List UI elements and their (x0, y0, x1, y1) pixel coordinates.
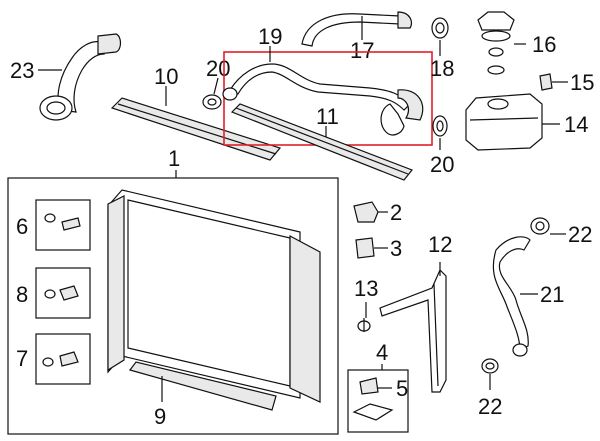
fitting-box-8 (35, 267, 91, 319)
callout-8: 8 (16, 282, 28, 307)
fitting-6 (44, 213, 81, 231)
cap-16 (477, 11, 515, 75)
callout-18: 18 (430, 56, 454, 81)
fastener-13 (357, 318, 371, 332)
callout-13: 13 (354, 276, 378, 301)
callout-19: 19 (258, 24, 282, 49)
clamp-18 (431, 17, 449, 39)
hose-17 (301, 11, 413, 47)
fitting-box-7 (35, 333, 91, 385)
callout-22-lower: 22 (478, 394, 502, 419)
callout-1: 1 (168, 146, 180, 171)
fastener-5 (352, 377, 394, 421)
leader-20-left (213, 77, 219, 95)
baffle-11 (230, 103, 413, 181)
callout-12: 12 (428, 232, 452, 257)
fastener-box-4 (347, 369, 409, 433)
callout-17: 17 (350, 38, 374, 63)
baffle-9 (128, 361, 277, 411)
callout-20-left: 20 (206, 56, 230, 81)
hose-21 (492, 236, 531, 357)
fitting-box-6 (35, 199, 91, 251)
callout-11: 11 (316, 104, 339, 129)
bracket-2 (353, 201, 379, 223)
clamp-20-left (202, 94, 222, 110)
callout-22-upper: 22 (568, 222, 592, 247)
callout-9: 9 (154, 404, 166, 429)
baffle-12 (379, 268, 447, 393)
reservoir-14 (465, 93, 543, 151)
callout-21: 21 (540, 282, 564, 307)
callout-6: 6 (16, 214, 28, 239)
insulator-3 (355, 237, 375, 259)
callout-3: 3 (390, 236, 402, 261)
callout-5: 5 (396, 376, 408, 401)
clamp-22-upper (530, 217, 550, 235)
callout-15: 15 (570, 70, 594, 95)
callout-4: 4 (376, 340, 388, 365)
clamp-20-right (432, 115, 448, 137)
callout-14: 14 (564, 112, 588, 137)
hose-19 (222, 63, 424, 136)
bracket-15 (539, 73, 553, 91)
callout-20-right: 20 (430, 152, 454, 177)
clamp-22-lower (481, 358, 499, 374)
baffle-10 (110, 97, 282, 161)
fitting-7 (42, 351, 79, 367)
callout-2: 2 (390, 200, 402, 225)
radiator-1 (107, 189, 321, 403)
callout-16: 16 (532, 32, 556, 57)
radiator-group-box (7, 177, 339, 435)
fitting-8 (44, 285, 79, 301)
callout-23: 23 (10, 58, 34, 83)
hose-23 (39, 33, 122, 121)
callout-7: 7 (16, 346, 28, 371)
callout-10: 10 (154, 64, 178, 89)
